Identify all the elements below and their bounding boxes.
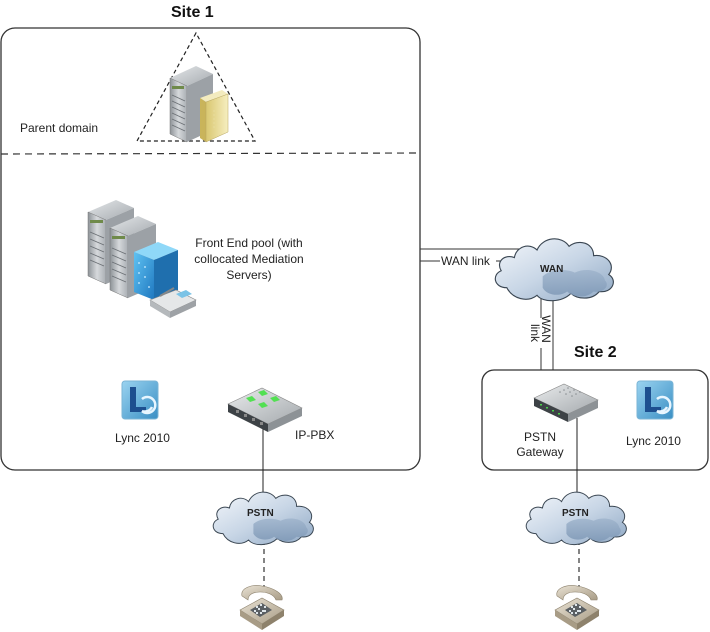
pstn-gateway-label: PSTN Gateway bbox=[512, 430, 568, 459]
site2-title: Site 2 bbox=[574, 344, 617, 361]
front-end-pool-label: Front End pool (with collocated Mediatio… bbox=[186, 236, 312, 282]
telephone-icon-left bbox=[239, 585, 285, 630]
domain-controller-icon bbox=[169, 66, 229, 143]
wan-cloud-label: WAN bbox=[540, 264, 564, 275]
mediation-server-icon bbox=[134, 242, 197, 318]
ip-pbx-label: IP-PBX bbox=[295, 428, 335, 442]
telephone-icon-right bbox=[554, 585, 600, 630]
site2-boundary bbox=[481, 369, 709, 471]
lync-icon-site1 bbox=[121, 380, 159, 420]
ip-pbx-icon bbox=[227, 387, 303, 432]
wan-link-horizontal-label: WAN link bbox=[441, 254, 490, 268]
site1-title: Site 1 bbox=[171, 4, 214, 21]
lync-icon-site2 bbox=[636, 380, 674, 420]
pstn-gateway-label-line1: PSTN bbox=[523, 430, 556, 444]
parent-domain-label: Parent domain bbox=[20, 121, 99, 135]
pstn-cloud-right-label: PSTN bbox=[562, 508, 589, 519]
pstn-gateway-label-line2: Gateway bbox=[516, 445, 564, 459]
front-end-pool-label-line2: collocated Mediation bbox=[194, 252, 304, 266]
lync-site2-label: Lync 2010 bbox=[626, 434, 681, 448]
front-end-pool-label-line1: Front End pool (with bbox=[195, 236, 303, 250]
front-end-pool-label-line3: Servers) bbox=[226, 268, 272, 282]
pstn-gateway-icon bbox=[533, 383, 599, 422]
parent-domain-separator bbox=[0, 152, 421, 155]
domain-triangle bbox=[135, 31, 257, 142]
wan-link-vertical-label-link: link bbox=[528, 323, 543, 343]
lync-site1-label: Lync 2010 bbox=[115, 431, 170, 445]
pstn-cloud-left-label: PSTN bbox=[247, 508, 274, 519]
